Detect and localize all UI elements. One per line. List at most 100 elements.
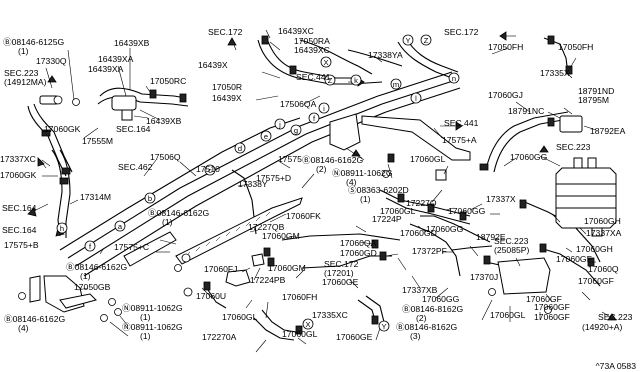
part-callout: 17060FK — [286, 211, 321, 221]
part-callout: 17060GE — [336, 332, 373, 342]
part-callout: 17337X — [486, 194, 516, 204]
part-callout: 17060GJ — [488, 90, 523, 100]
part-callout: Ⓑ08146-8162G — [396, 322, 457, 332]
letter-marker: i — [318, 102, 330, 114]
svg-text:Y: Y — [381, 322, 386, 331]
svg-text:c: c — [208, 166, 212, 175]
letter-marker: c — [204, 164, 216, 176]
evap-canister — [555, 157, 617, 237]
part-callout: (1) — [162, 217, 173, 227]
part-callout: 17575 — [278, 154, 302, 164]
part-callout: 17060GG — [426, 224, 464, 234]
part-callout: Ⓝ08911-1062G — [122, 322, 183, 332]
part-callout: 17337XB — [402, 285, 438, 295]
part-callout: 17372PF — [412, 246, 447, 256]
part-callout: 17050FH — [558, 42, 593, 52]
part-callout: 17060GD — [340, 248, 377, 258]
letter-marker: f — [308, 112, 320, 124]
part-callout: 17050FH — [488, 42, 523, 52]
part-callout: 17060GL — [490, 310, 526, 320]
part-callout: 17510 — [196, 164, 220, 174]
svg-text:f: f — [89, 242, 92, 251]
part-callout: 17224PB — [250, 275, 286, 285]
part-callout: 17060Q — [588, 264, 619, 274]
part-callout: (3) — [410, 331, 421, 341]
part-callout: (1) — [140, 312, 151, 322]
part-callout: 16439XB — [114, 38, 150, 48]
part-callout: 17555M — [82, 136, 113, 146]
part-callout: (2) — [416, 313, 427, 323]
part-callout: 17227Q — [406, 198, 437, 208]
diagram-code: ^73A 0583 — [596, 361, 637, 371]
letter-marker: d — [234, 142, 246, 154]
part-callout: 17575+A — [442, 135, 477, 145]
letter-marker: f — [84, 240, 96, 252]
part-callouts: Ⓑ08146-6125G(1)17330QSEC.223(14912MA)164… — [0, 26, 633, 342]
svg-text:g: g — [294, 126, 298, 135]
pipe-routing — [27, 35, 601, 341]
svg-text:X: X — [305, 320, 310, 329]
part-callout: 172270A — [202, 332, 237, 342]
part-callout: 17337XC — [0, 154, 36, 164]
part-callout: SEC.462 — [118, 162, 153, 172]
svg-text:n: n — [452, 74, 456, 83]
svg-text:l: l — [415, 94, 417, 103]
part-callout: SEC.441 — [444, 118, 479, 128]
part-callout: 17575+C — [114, 242, 149, 252]
part-callout: 16439XA — [88, 64, 124, 74]
letter-marker: e — [260, 130, 272, 142]
letter-marker: Y — [378, 320, 390, 332]
part-callout: 17370J — [470, 272, 498, 282]
part-callout: Ⓑ08146-6162G — [4, 314, 65, 324]
part-callout: SEC.172 — [208, 27, 243, 37]
part-callout: (4) — [346, 177, 357, 187]
part-callout: Ⓢ08363-6202D — [348, 185, 409, 195]
letter-marker: a — [114, 220, 126, 232]
part-callout: 17314M — [80, 192, 111, 202]
fasteners — [18, 170, 552, 322]
part-callout: 16439XC — [278, 26, 314, 36]
letter-marker: m — [390, 78, 402, 90]
part-callout: 18792E — [476, 232, 506, 242]
part-callout: 17224P — [372, 214, 402, 224]
svg-text:Z: Z — [424, 36, 429, 45]
letter-marker: h — [56, 222, 68, 234]
part-callout: (4) — [18, 323, 29, 333]
part-callout: Ⓑ08146-6162G — [66, 262, 127, 272]
part-callout: 16439X — [212, 93, 242, 103]
part-callout: 17060GF — [534, 312, 570, 322]
part-callout: (2) — [316, 164, 327, 174]
svg-text:h: h — [60, 224, 64, 233]
part-callout: (1) — [140, 331, 151, 341]
svg-text:d: d — [238, 144, 242, 153]
part-callout: Ⓑ08146-6162G — [302, 155, 363, 165]
part-callout: 16439XC — [294, 45, 330, 55]
part-callout: 17335X — [540, 68, 570, 78]
part-callout: SEC.223 — [494, 236, 529, 246]
part-callout: 17060GD — [400, 228, 437, 238]
part-callout: 17060GL — [380, 206, 416, 216]
svg-text:b: b — [148, 194, 152, 203]
part-callout: 17060GH — [584, 216, 621, 226]
part-callout: 17060U — [196, 291, 226, 301]
letter-marker: n — [448, 72, 460, 84]
part-callout: 17060GL — [410, 154, 446, 164]
part-callout: SEC.164 — [116, 124, 151, 134]
part-callout: Ⓝ08911-1062G — [122, 303, 183, 313]
letter-marker: l — [410, 92, 422, 104]
part-callout: 17060GG — [422, 294, 460, 304]
part-callout: 17050R — [212, 82, 242, 92]
part-callout: 17060GF — [556, 254, 592, 264]
part-callout: 17227QB — [248, 222, 285, 232]
part-callout: 17060GL — [222, 312, 258, 322]
part-callout: SEC.441 — [296, 72, 331, 82]
part-callout: 17337XA — [586, 228, 622, 238]
part-callout: (1) — [18, 46, 29, 56]
part-callout: SEC.223 — [4, 68, 39, 78]
part-callout: 17060GM — [268, 263, 306, 273]
part-callout: 17060GH — [576, 244, 613, 254]
letter-marker: g — [290, 124, 302, 136]
svg-text:j: j — [278, 120, 281, 129]
part-callout: Ⓝ08911-1062G — [332, 168, 393, 178]
